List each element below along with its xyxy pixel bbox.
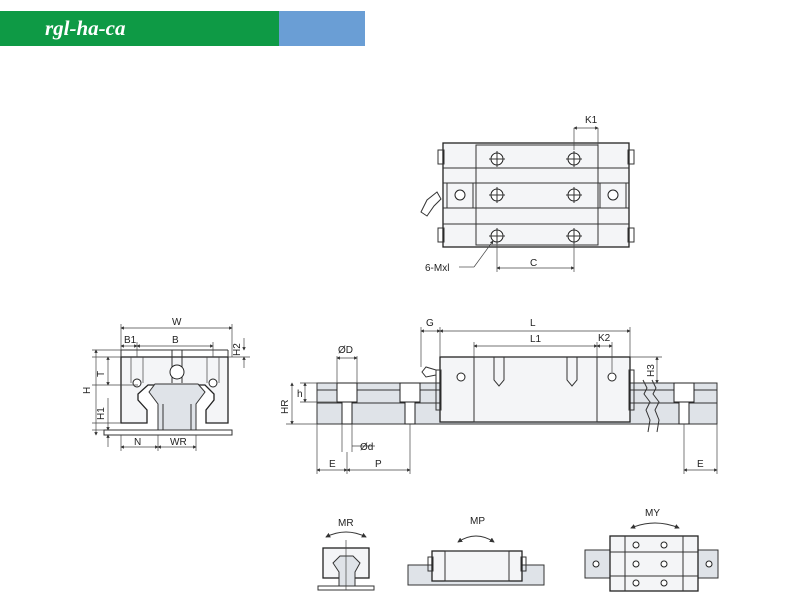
label-e-right: E bbox=[697, 459, 704, 470]
label-b: B bbox=[172, 335, 179, 346]
label-p: P bbox=[375, 459, 382, 470]
moment-my-diagram: MY bbox=[584, 508, 719, 592]
label-w: W bbox=[172, 317, 182, 328]
top-view: K1 C 6-Mxl bbox=[420, 115, 635, 274]
label-phi-d: Ød bbox=[360, 442, 373, 453]
end-view: W B1 B H2 T H H1 N WR bbox=[82, 317, 250, 451]
label-e-left: E bbox=[329, 459, 336, 470]
title-bar bbox=[0, 11, 279, 46]
label-l: L bbox=[530, 318, 536, 329]
label-k2: K2 bbox=[598, 333, 611, 344]
label-hr: HR bbox=[280, 400, 291, 414]
label-t: T bbox=[96, 371, 107, 377]
label-mr: MR bbox=[338, 518, 354, 529]
title-accent-bar bbox=[279, 11, 365, 46]
label-g: G bbox=[426, 318, 434, 329]
label-l1: L1 bbox=[530, 334, 542, 345]
label-h3: H3 bbox=[646, 364, 657, 377]
label-wr: WR bbox=[170, 437, 187, 448]
moment-mr-diagram: MR bbox=[317, 518, 375, 591]
label-b1: B1 bbox=[124, 335, 137, 346]
label-h-small: h bbox=[297, 389, 303, 400]
label-k1: K1 bbox=[585, 115, 598, 126]
side-view: ØD h HR Ød E P G L L1 K2 H3 E bbox=[280, 318, 718, 474]
label-n: N bbox=[134, 437, 141, 448]
label-my: MY bbox=[645, 508, 660, 519]
moment-mp-diagram: MP bbox=[407, 516, 545, 586]
label-h1: H1 bbox=[96, 407, 107, 420]
label-mp: MP bbox=[470, 516, 485, 527]
label-mxl: 6-Mxl bbox=[425, 263, 449, 274]
label-c: C bbox=[530, 258, 537, 269]
label-h2: H2 bbox=[232, 343, 243, 356]
label-phi-D: ØD bbox=[338, 345, 353, 356]
page-title: rgl-ha-ca bbox=[45, 16, 126, 40]
label-h: H bbox=[82, 387, 93, 394]
